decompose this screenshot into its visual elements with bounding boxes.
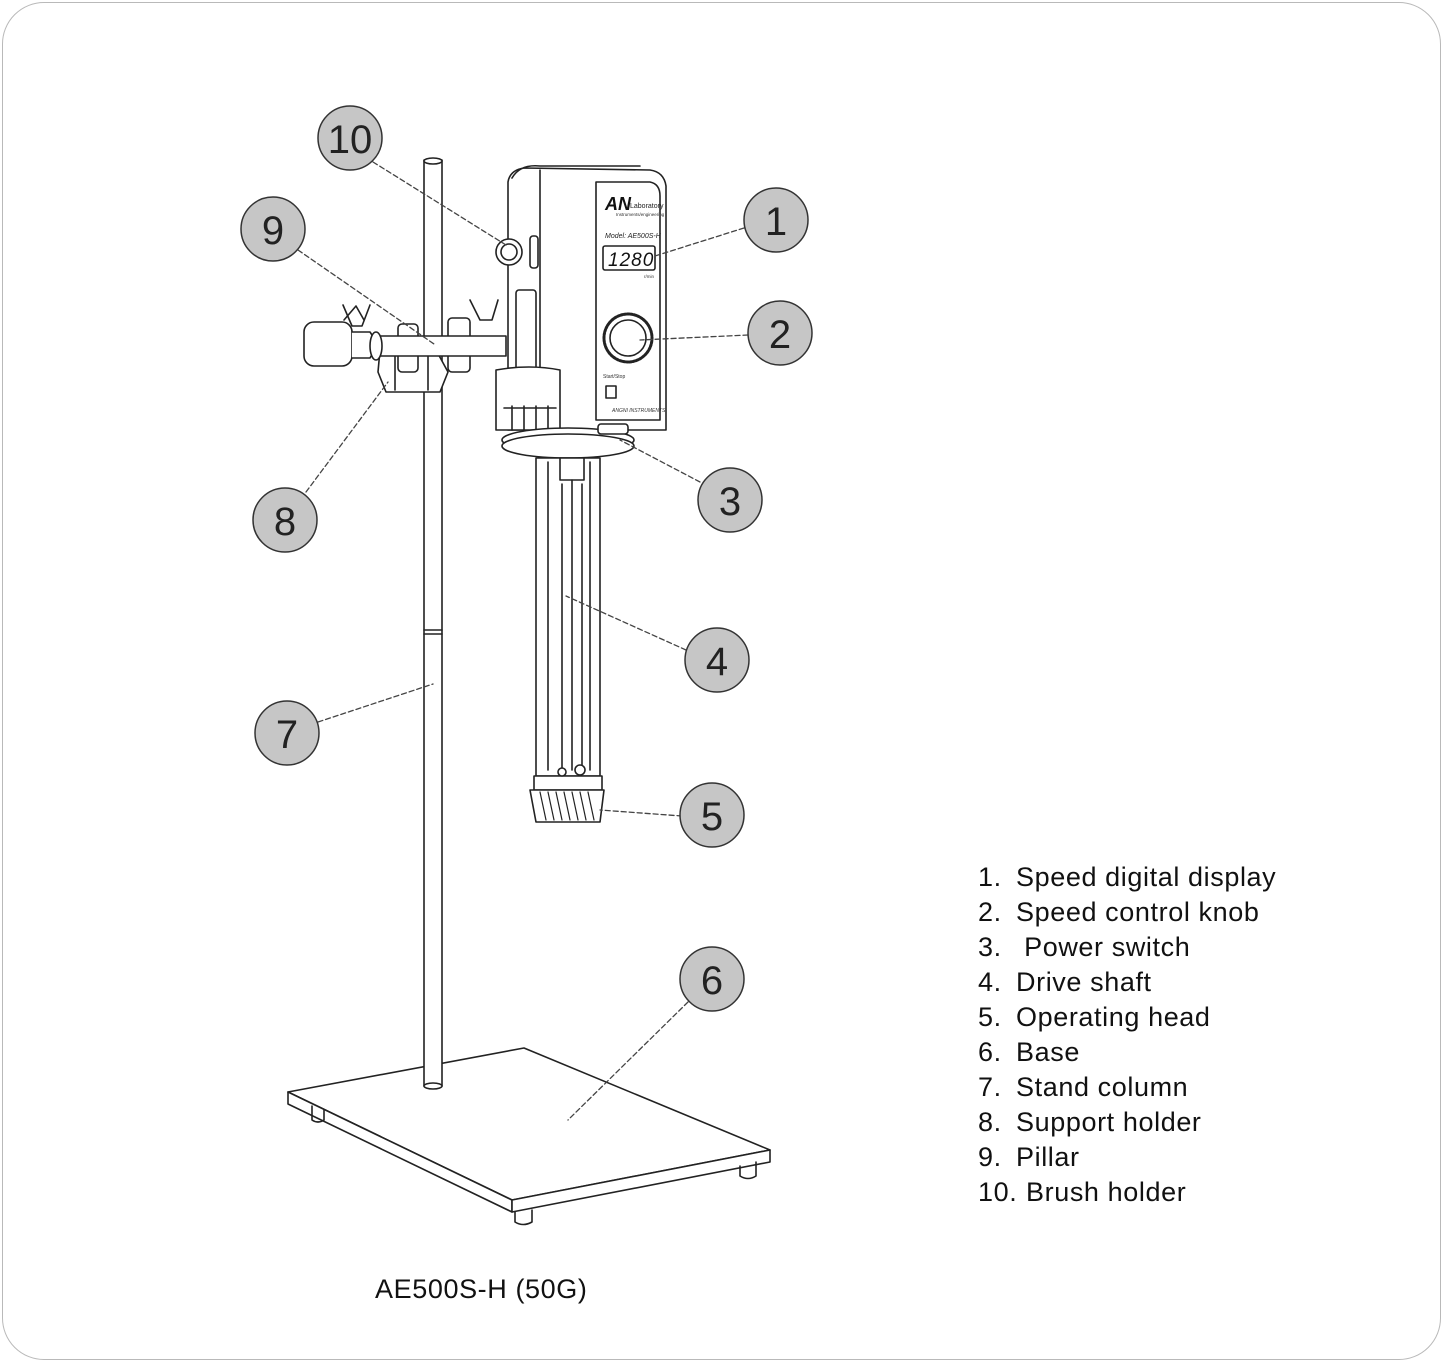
svg-text:5: 5 bbox=[701, 795, 723, 839]
svg-text:2: 2 bbox=[769, 313, 791, 357]
svg-text:10: 10 bbox=[328, 118, 373, 162]
legend-item: 2.Speed control knob bbox=[978, 897, 1260, 927]
support-holder bbox=[342, 299, 499, 393]
brand-subtitle: Laboratory bbox=[630, 203, 664, 210]
motor-housing bbox=[495, 164, 667, 459]
svg-text:9: 9 bbox=[262, 209, 284, 253]
callout-5: 5 bbox=[679, 782, 745, 848]
brand-tagline: Instruments/engineering bbox=[616, 212, 665, 217]
display-unit: r/min bbox=[644, 274, 654, 279]
base-plate bbox=[287, 1047, 771, 1226]
legend-item: 9.Pillar bbox=[978, 1142, 1080, 1172]
svg-text:4: 4 bbox=[706, 640, 728, 684]
brand-logo: AN bbox=[604, 194, 632, 214]
svg-text:6: 6 bbox=[701, 959, 723, 1003]
legend-item: 1.Speed digital display bbox=[978, 862, 1277, 892]
legend-item: 7.Stand column bbox=[978, 1072, 1189, 1102]
callout-4: 4 bbox=[684, 627, 750, 693]
stand-column bbox=[423, 157, 443, 1090]
svg-text:8: 8 bbox=[274, 500, 296, 544]
callout-9: 9 bbox=[240, 196, 306, 262]
callout-3: 3 bbox=[697, 467, 763, 533]
speed-display-value: 1280 bbox=[608, 250, 654, 271]
legend-item: 3. Power switch bbox=[978, 932, 1191, 962]
model-text: Model: AE500S-H bbox=[605, 233, 662, 240]
svg-text:7: 7 bbox=[276, 713, 298, 757]
legend-item: 8.Support holder bbox=[978, 1107, 1202, 1137]
device-labels: AN Laboratory Instruments/engineering Mo… bbox=[603, 194, 666, 414]
pillar-rod bbox=[303, 305, 507, 367]
callout-8: 8 bbox=[252, 487, 318, 553]
footer-brand: ANGNI INSTRUMENTS bbox=[611, 408, 666, 414]
callout-10: 10 bbox=[317, 105, 383, 171]
callout-6: 6 bbox=[679, 946, 745, 1012]
callout-7: 7 bbox=[254, 700, 320, 766]
parts-legend: 1.Speed digital display 2.Speed control … bbox=[978, 860, 1276, 1210]
legend-item: 10.Brush holder bbox=[978, 1177, 1187, 1207]
model-caption: AE500S-H (50G) bbox=[375, 1274, 588, 1304]
callout-2: 2 bbox=[747, 300, 813, 366]
callouts: 1 2 3 4 5 6 7 8 9 10 bbox=[240, 105, 813, 1012]
legend-item: 5.Operating head bbox=[978, 1002, 1211, 1032]
legend-item: 4.Drive shaft bbox=[978, 967, 1152, 997]
drive-shaft bbox=[535, 457, 601, 777]
legend-item: 6.Base bbox=[978, 1037, 1080, 1067]
operating-head bbox=[529, 764, 605, 823]
callout-1: 1 bbox=[743, 187, 809, 253]
switch-label: Start/Stop bbox=[603, 374, 625, 380]
svg-text:1: 1 bbox=[765, 200, 787, 244]
leader-lines bbox=[297, 161, 749, 1121]
svg-text:3: 3 bbox=[719, 480, 741, 524]
